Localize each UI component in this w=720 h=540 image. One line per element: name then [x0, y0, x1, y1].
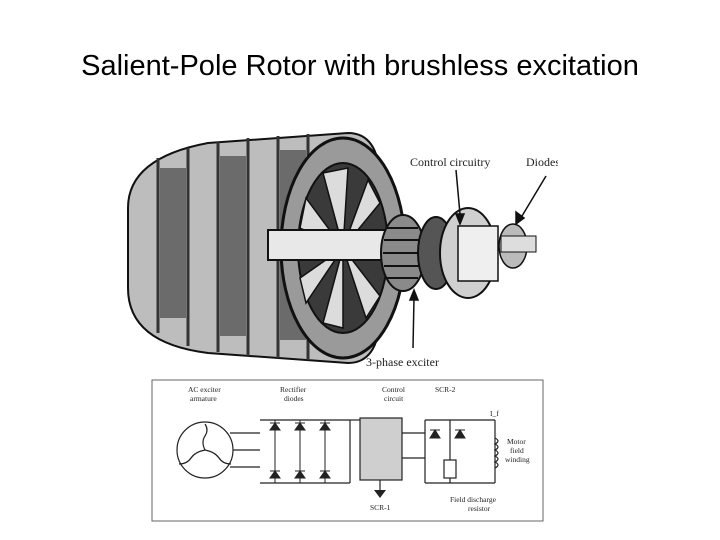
- excitation-schematic: AC exciter armature Rectifier diodes Con…: [151, 379, 544, 522]
- rectifier-diodes: [269, 420, 331, 483]
- control-circuit-box: [359, 417, 403, 481]
- label-field-discharge: Field discharge: [450, 495, 497, 504]
- label-diodes-schem: diodes: [284, 394, 304, 403]
- label-winding: winding: [505, 455, 530, 464]
- label-diodes: Diodes: [526, 155, 558, 169]
- annotation-arrows: [408, 169, 547, 349]
- label-motor: Motor: [507, 437, 526, 446]
- label-control-circuitry: Control circuitry: [410, 155, 490, 169]
- exciter-unit: [380, 207, 537, 299]
- label-if: I_f: [490, 409, 499, 418]
- label-3-phase-exciter: 3-phase exciter: [366, 355, 439, 369]
- motor-field-winding: [493, 437, 499, 469]
- label-armature: armature: [190, 394, 217, 403]
- scr-2: [429, 429, 466, 439]
- slide-title: Salient-Pole Rotor with brushless excita…: [81, 50, 639, 82]
- label-scr-1: SCR-1: [370, 503, 391, 512]
- label-control: Control: [382, 385, 405, 394]
- rotor-photo: Control circuitry Diodes 3-phase exciter: [127, 131, 558, 369]
- label-rectifier: Rectifier: [280, 385, 307, 394]
- label-circuit: circuit: [384, 394, 404, 403]
- scr-1: [374, 490, 386, 498]
- label-resistor: resistor: [468, 504, 491, 513]
- label-ac-exciter: AC exciter: [188, 385, 221, 394]
- field-discharge-resistor: [443, 459, 457, 479]
- label-field: field: [510, 446, 524, 455]
- label-scr-2: SCR-2: [435, 385, 456, 394]
